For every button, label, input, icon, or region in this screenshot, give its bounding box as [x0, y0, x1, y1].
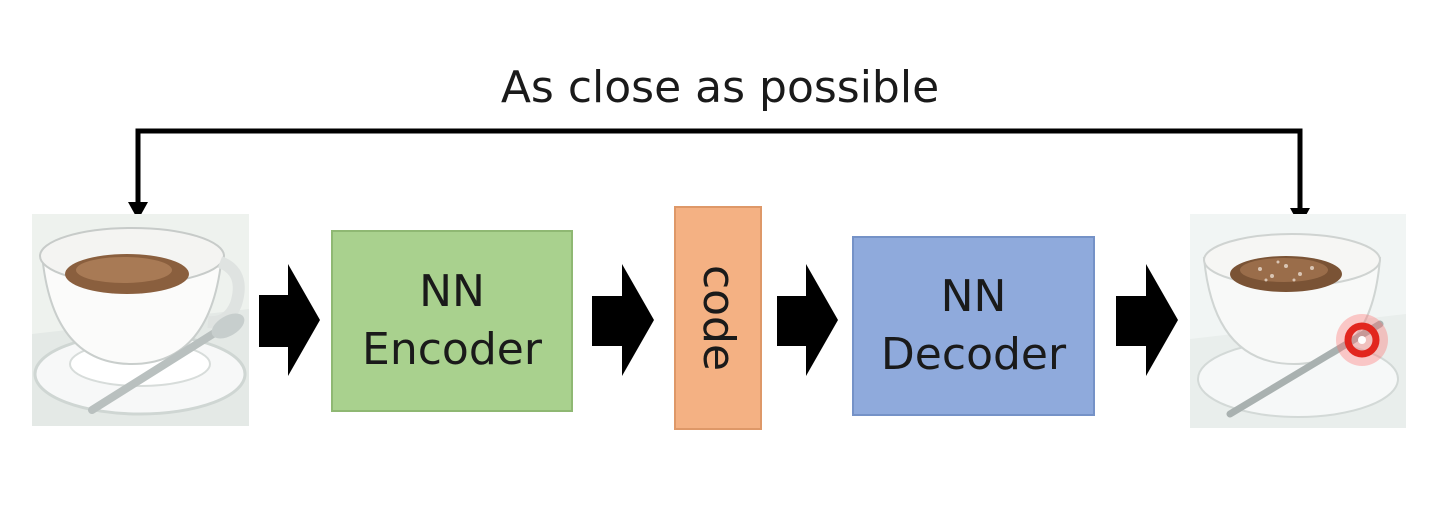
feedback-arrowhead-left — [128, 202, 148, 220]
decoder-label-line2: Decoder — [880, 329, 1067, 380]
arrow-decoder-to-output — [1116, 264, 1178, 376]
caption-label: As close as possible — [500, 62, 940, 113]
encoder-box: NN Encoder — [331, 230, 573, 412]
code-label: code — [693, 264, 744, 372]
code-box: code — [674, 206, 762, 430]
feedback-connector — [135, 128, 1303, 210]
reconstructed-coffee-image — [1190, 214, 1406, 428]
encoder-label-line1: NN — [419, 266, 485, 317]
arrow-input-to-encoder — [259, 264, 320, 376]
arrow-code-to-decoder — [777, 264, 838, 376]
arrow-encoder-to-code — [592, 264, 654, 376]
input-coffee-image — [32, 214, 249, 426]
encoder-label-line2: Encoder — [362, 324, 542, 375]
decoder-box: NN Decoder — [852, 236, 1095, 416]
decoder-label-line1: NN — [940, 271, 1007, 322]
